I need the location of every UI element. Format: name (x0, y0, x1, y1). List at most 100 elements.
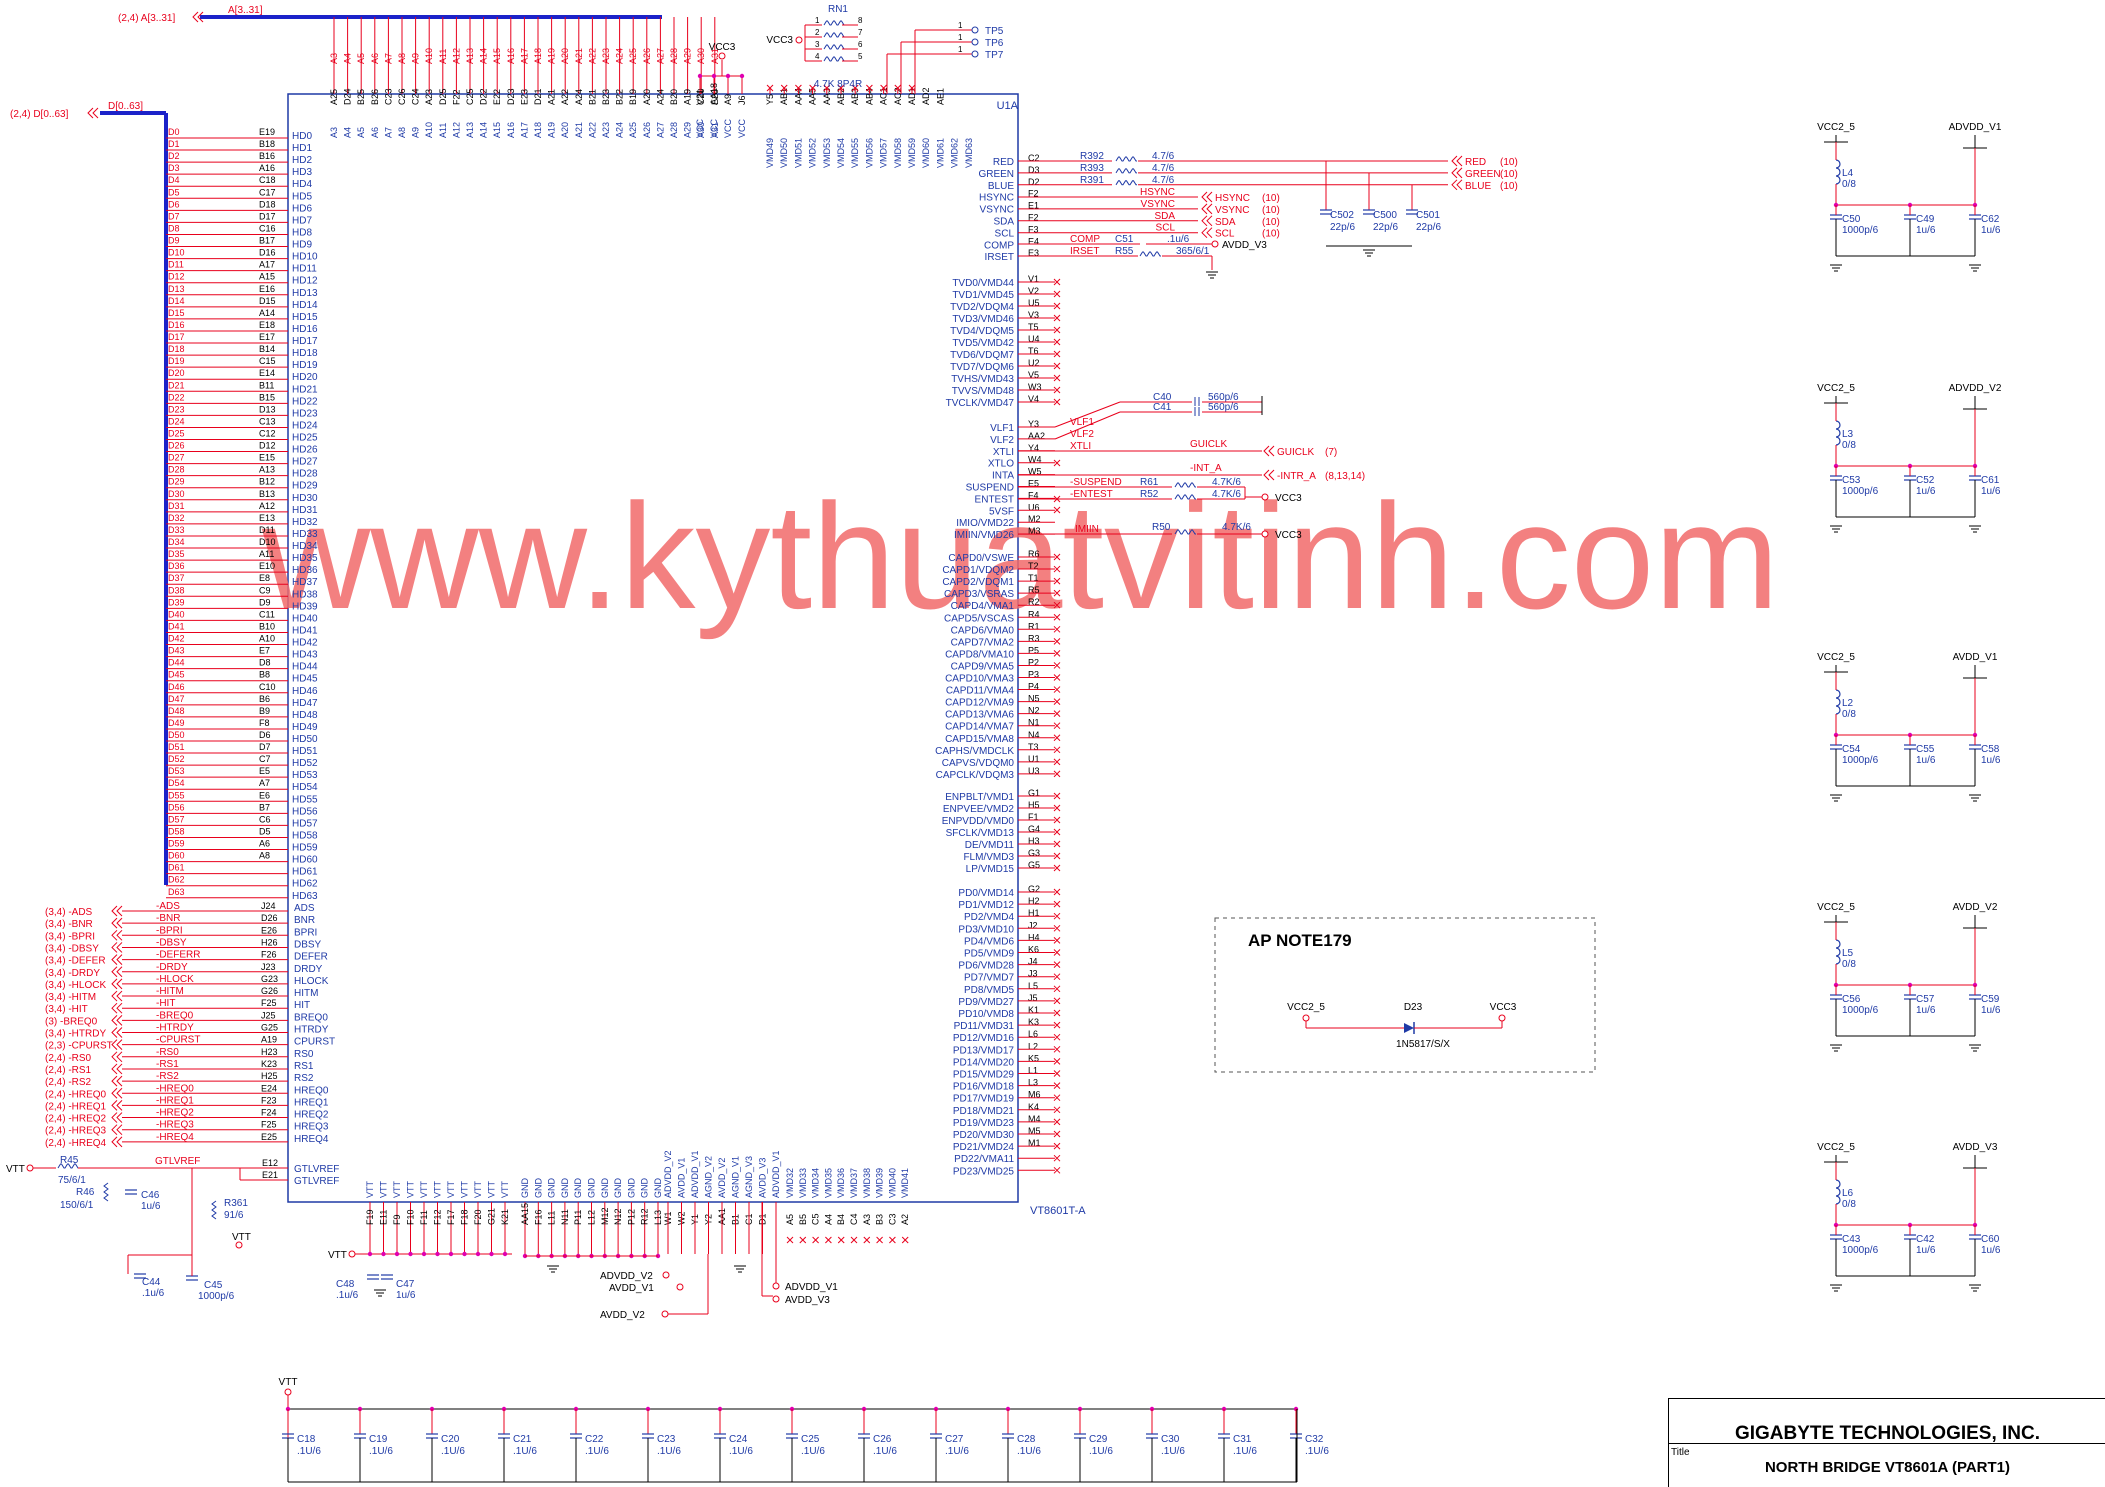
data-pin-name: HD34 (292, 541, 318, 552)
sync-net-label: VSYNC (1215, 205, 1249, 216)
addr-net-label: A5 (356, 53, 366, 64)
vmd-top-nc-b (894, 84, 902, 92)
bottom-vtt-num: F20 (473, 1209, 483, 1225)
rgb-offpage (1451, 167, 1463, 179)
addr-pin-name: A30 (696, 122, 706, 138)
suspend-res-value: 4.7K/6 (1212, 477, 1241, 488)
vcc-pin-dot (739, 73, 745, 79)
ctrl-pin-name: BREQ0 (294, 1012, 328, 1023)
bottom-gnd-num: N12 (613, 1208, 623, 1225)
data-pin-name: HD61 (292, 867, 318, 878)
addr-net-label: A12 (451, 48, 461, 64)
filter-cap-ref: C59 (1981, 994, 2000, 1005)
rgb-net-label: RED (1465, 157, 1486, 168)
data-net-label: D57 (168, 814, 185, 824)
tvd-pin-num: V1 (1028, 274, 1039, 284)
watermark-text: www.kythuatvitinh.com (261, 472, 1779, 640)
tvd-nc-b (1053, 290, 1061, 298)
data-pin-name: HD16 (292, 324, 318, 335)
vlf-pin-num: AA2 (1028, 431, 1045, 441)
rgb-offpage (1451, 155, 1463, 167)
imiin-rail: VCC3 (1275, 530, 1302, 541)
filter-cap-value: 1u/6 (1916, 486, 1936, 497)
capd-pin-num: R4 (1028, 609, 1040, 619)
pd-nc-b (1053, 949, 1061, 956)
data-pin-num: C7 (259, 754, 271, 764)
pd-nc-b (1053, 1154, 1061, 1162)
gtl-r46-value: 150/6/1 (60, 1200, 94, 1211)
pd-pin-name: PD14/VMD20 (953, 1057, 1015, 1068)
vmd-top-pin-name: VMD52 (808, 138, 818, 168)
addr-pin-num: A21 (547, 89, 557, 105)
bottom-vmd-nc-b (786, 1236, 794, 1244)
bottom-gnd-name: GND (547, 1178, 557, 1199)
bottom-vmd-name: VMD39 (875, 1168, 885, 1198)
pd-nc-b (1053, 888, 1061, 896)
data-pin-num: F8 (259, 718, 270, 728)
rgb-cap-ref: C501 (1416, 210, 1440, 221)
decoupling-cap-value: .1U/6 (729, 1446, 753, 1457)
ctrl-net-label: -HREQ0 (156, 1083, 194, 1094)
data-pin-num: D16 (259, 248, 276, 258)
data-pin-name: HD45 (292, 674, 318, 685)
data-pin-name: HD6 (292, 203, 312, 214)
filter-cap-value: 1000p/6 (1842, 225, 1879, 236)
guiclk-offpage (1263, 445, 1275, 457)
capd-nc-b (1053, 553, 1061, 561)
data-pin-name: HD28 (292, 469, 318, 480)
addr-pin-num: A25 (329, 89, 339, 105)
pd-pin-num: H2 (1028, 896, 1040, 906)
data-pin-name: HD39 (292, 601, 318, 612)
pd-pin-name: PD23/VMD25 (953, 1166, 1015, 1177)
tvd-pin-name: TVD6/VDQM7 (950, 350, 1014, 361)
addr-net-label: A9 (411, 53, 421, 64)
bottom-vtt-dot (462, 1251, 467, 1257)
bottom-vtt-num: F9 (392, 1214, 402, 1225)
addr-pin-name: A31 (710, 122, 720, 138)
data-pin-num: C16 (259, 223, 276, 233)
rn1-resistor (823, 44, 845, 50)
capd-nc-b (1053, 686, 1061, 693)
pd-nc-b (1053, 985, 1061, 993)
rn1-ref: RN1 (828, 4, 848, 15)
pd-pin-name: PD12/VMD16 (953, 1033, 1015, 1044)
ctrl-pin-name: DBSY (294, 939, 322, 950)
capd-pin-num: P4 (1028, 682, 1039, 692)
addr-net-label: A16 (506, 48, 516, 64)
bottom-vtt-dot (435, 1251, 440, 1257)
capd-pin-name: CAPD4/VMA1 (951, 601, 1015, 612)
pd-pin-num: M5 (1028, 1126, 1041, 1136)
ctrl-offpage (111, 1124, 123, 1136)
imiin-rail-circle (1261, 530, 1269, 538)
rgb-res-ref: R393 (1080, 163, 1104, 174)
vcc-pin-dot (725, 73, 731, 79)
ctrl-offpage (111, 1063, 123, 1075)
tvd-pin-name: TVCLK/VMD47 (946, 398, 1015, 409)
addr-pin-num: C26 (397, 88, 407, 105)
tp-circle (971, 26, 979, 34)
bottom-gnd-num: P12 (626, 1209, 636, 1225)
title-block-title-label: Title (1671, 1447, 1690, 1458)
vmd-top-pin-name: VMD53 (822, 138, 832, 168)
bottom-vmd-name: VMD33 (798, 1168, 808, 1198)
data-pin-name: HD4 (292, 179, 312, 190)
inta-net: -INT_A (1190, 463, 1222, 474)
ctrl-ref: (3,4) -DBSY (45, 943, 99, 954)
ctrl-pin-name: HREQ1 (294, 1097, 329, 1108)
data-net-label: D47 (168, 694, 185, 704)
vmd-top-nc-b (837, 84, 845, 92)
pd-pin-name: PD17/VMD19 (953, 1094, 1015, 1105)
gtl-c44-value: .1u/6 (142, 1288, 165, 1299)
filter-cap-value: 1u/6 (1916, 225, 1936, 236)
ctrl-pin-num: K23 (261, 1059, 277, 1069)
ctrl-pin-name: BPRI (294, 927, 317, 938)
bottom-gnd-name: GND (613, 1178, 623, 1199)
ctrl-pin-num: F26 (261, 950, 277, 960)
vlf-pin-name: VLF2 (990, 435, 1014, 446)
decoupling-cap-ref: C21 (513, 1434, 532, 1445)
filter-cap-value: 1u/6 (1916, 1005, 1936, 1016)
video-pin-num: E3 (1028, 248, 1039, 258)
rgb-cap-value: 22p/6 (1373, 222, 1398, 233)
data-pin-num: B14 (259, 344, 275, 354)
decoupling-cap-value: .1U/6 (513, 1446, 537, 1457)
